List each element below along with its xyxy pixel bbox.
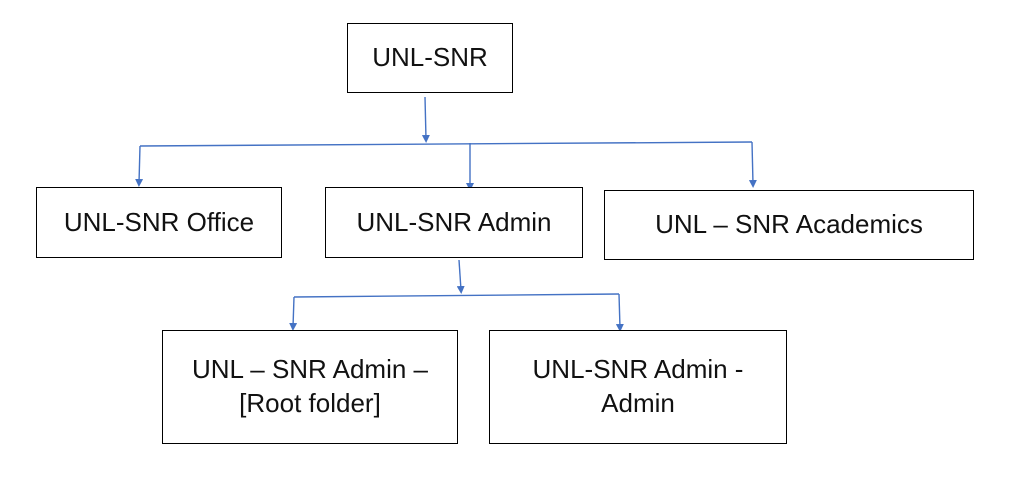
connector-root-down: [421, 96, 430, 143]
connector-level2-bus: [293, 293, 620, 298]
connector-to-admin-admin: [615, 293, 624, 332]
node-unl-snr-office: UNL-SNR Office: [36, 187, 282, 258]
node-unl-snr-academics: UNL – SNR Academics: [604, 190, 974, 260]
connector-to-root-folder: [289, 296, 298, 331]
node-admin-root-folder: UNL – SNR Admin – [Root folder]: [162, 330, 458, 444]
connector-to-office: [135, 145, 144, 187]
node-label: UNL-SNR Office: [63, 206, 255, 237]
node-label: UNL-SNR: [372, 42, 488, 73]
connector-admin-down: [456, 259, 465, 294]
connector-level1-bus: [139, 141, 753, 147]
node-label: UNL – SNR Admin – [Root folder]: [191, 354, 429, 418]
node-label: UNL-SNR Admin: [356, 206, 552, 237]
node-label: UNL-SNR Admin - Admin: [532, 354, 744, 418]
node-unl-snr-admin: UNL-SNR Admin: [325, 187, 583, 258]
node-admin-admin: UNL-SNR Admin - Admin: [489, 330, 787, 444]
node-label: UNL – SNR Academics: [655, 209, 923, 240]
connector-to-academics: [748, 141, 757, 188]
node-unl-snr: UNL-SNR: [347, 23, 513, 93]
